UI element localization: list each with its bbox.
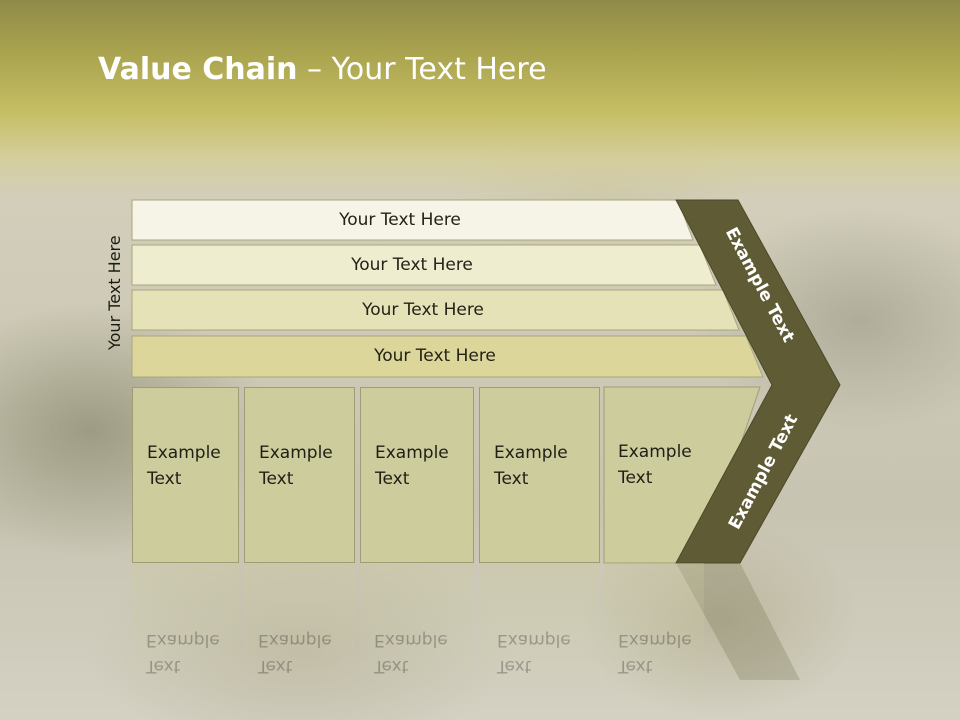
- card-3: Example Text: [360, 387, 474, 563]
- card-1-line2: Text: [147, 469, 182, 489]
- card-5-line2: Text: [618, 468, 653, 488]
- card-1-refl-line1: Example: [146, 630, 220, 650]
- slide-title: Value Chain – Your Text Here: [98, 52, 547, 87]
- card-5-refl-line1: Example: [618, 630, 692, 650]
- card-2-refl-line1: Example: [258, 630, 332, 650]
- card-4: Example Text: [479, 387, 600, 563]
- card-4-line2: Text: [494, 469, 529, 489]
- bar-3-label: Your Text Here: [362, 300, 484, 320]
- card-2: Example Text: [244, 387, 355, 563]
- card-4-line1: Example: [494, 443, 568, 463]
- card-3-refl-line2: Text: [374, 656, 409, 676]
- bar-shape-1: [131, 199, 694, 241]
- card-4-reflection: [479, 563, 600, 703]
- card-5-line1: Example: [618, 442, 692, 462]
- title-rest: – Your Text Here: [297, 52, 547, 87]
- card-2-refl-line2: Text: [258, 656, 293, 676]
- card-4-refl-line1: Example: [497, 630, 571, 650]
- bar-1: Your Text Here: [132, 200, 692, 240]
- card-5-reflection-text: Text Example: [618, 627, 692, 679]
- card-2-line1: Example: [259, 443, 333, 463]
- bar-3: Your Text Here: [132, 290, 738, 330]
- card-5-refl-line2: Text: [618, 656, 653, 676]
- bar-shape-2: [131, 244, 717, 286]
- bar-2: Your Text Here: [132, 245, 716, 285]
- card-3-reflection: [360, 563, 474, 703]
- card-3-line2: Text: [375, 469, 410, 489]
- card-3-reflection-text: Text Example: [374, 627, 448, 679]
- bar-shape-4: [131, 335, 764, 378]
- chevron-reflection: [676, 563, 800, 680]
- card-3-refl-line1: Example: [374, 630, 448, 650]
- card-2-reflection-text: Text Example: [258, 627, 332, 679]
- card-1-reflection-text: Text Example: [146, 627, 220, 679]
- card-2-reflection: [244, 563, 355, 703]
- bar-1-label: Your Text Here: [339, 210, 461, 230]
- card-1: Example Text: [132, 387, 239, 563]
- card-1-refl-line2: Text: [146, 656, 181, 676]
- card-5-reflection: [604, 563, 704, 703]
- title-band: [0, 0, 960, 200]
- reflection: Text Example Text Example Text Example Text…: [0, 563, 960, 720]
- chevron-shape: [675, 199, 841, 564]
- title-bold: Value Chain: [98, 52, 298, 87]
- card-5: Example Text: [604, 387, 714, 563]
- bar-2-label: Your Text Here: [351, 255, 473, 275]
- card-3-line1: Example: [375, 443, 449, 463]
- bar-4: Your Text Here: [132, 336, 762, 376]
- card-1-reflection: [132, 563, 239, 703]
- bar-4-label: Your Text Here: [374, 346, 496, 366]
- card-4-reflection-text: Text Example: [497, 627, 571, 679]
- card-2-line2: Text: [259, 469, 294, 489]
- card-4-refl-line2: Text: [497, 656, 532, 676]
- bar-shape-3: [131, 289, 740, 331]
- card-1-line1: Example: [147, 443, 221, 463]
